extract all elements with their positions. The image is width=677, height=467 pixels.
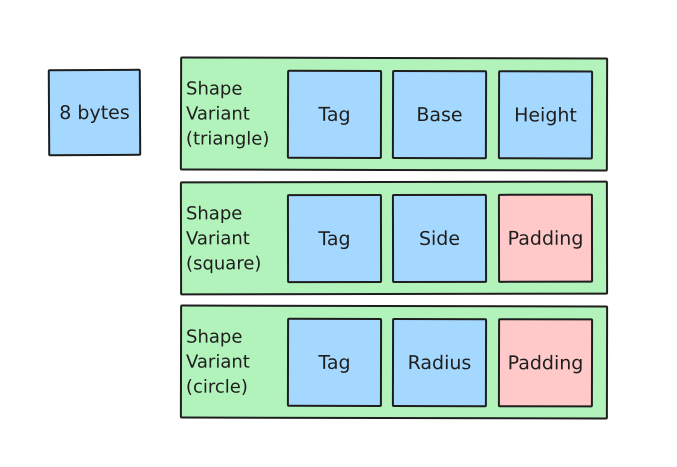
variant-label-triangle: Shape Variant (triangle) [186,76,286,151]
field-tag: Tag [286,194,383,284]
variant-label-line: (square) [186,253,262,275]
field-label: Height [514,103,577,126]
variant-row-triangle: Shape Variant (triangle) Tag Base Height [179,56,609,172]
field-radius: Radius [391,317,488,408]
legend-label: 8 bytes [59,101,130,124]
field-padding: Padding [497,193,594,283]
variant-row-circle: Shape Variant (circle) Tag Radius Paddin… [179,304,609,420]
variant-label-line: (triangle) [185,128,270,150]
variant-row-square: Shape Variant (square) Tag Side Padding [179,180,609,296]
variant-label-line: Shape [186,78,243,100]
legend-8-bytes-box: 8 bytes [47,68,142,157]
field-label: Tag [318,103,351,126]
variant-label-square: Shape Variant (square) [186,201,286,276]
field-label: Padding [507,351,584,374]
field-base: Base [391,69,488,160]
field-padding: Padding [497,318,594,408]
variant-label-line: (circle) [185,376,248,398]
field-tag: Tag [286,317,383,407]
field-height: Height [497,70,594,160]
variant-label-line: Variant [185,228,250,250]
field-label: Side [418,227,461,250]
variant-label-line: Variant [185,103,250,125]
field-label: Padding [507,227,584,250]
variant-label-circle: Shape Variant (circle) [186,325,286,400]
field-label: Tag [318,351,351,374]
field-side: Side [391,193,488,284]
field-label: Radius [407,351,472,374]
field-label: Tag [318,227,351,250]
field-tag: Tag [286,69,383,159]
variant-label-line: Shape [186,326,243,348]
field-label: Base [416,103,463,126]
variant-label-line: Variant [185,351,250,373]
variant-label-line: Shape [185,203,243,225]
